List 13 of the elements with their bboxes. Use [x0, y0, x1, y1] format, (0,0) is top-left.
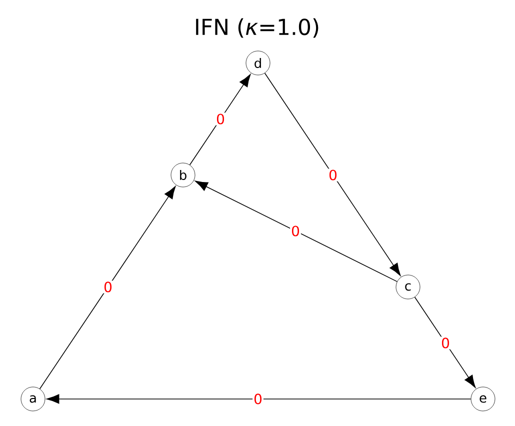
- edge-label: 0: [215, 112, 226, 126]
- edge-label: 0: [328, 168, 338, 182]
- arrow: [39, 186, 176, 390]
- arrow: [46, 394, 472, 404]
- arrow: [195, 180, 398, 282]
- edge-label: 0: [252, 392, 264, 406]
- edge-label: 0: [290, 224, 301, 238]
- arrow: [264, 72, 401, 276]
- edge-label: 0: [102, 280, 114, 294]
- arrow: [189, 74, 251, 166]
- arrow: [414, 296, 476, 388]
- edge-label: 0: [440, 336, 451, 350]
- title: IFN (κ=1.0): [196, 18, 318, 38]
